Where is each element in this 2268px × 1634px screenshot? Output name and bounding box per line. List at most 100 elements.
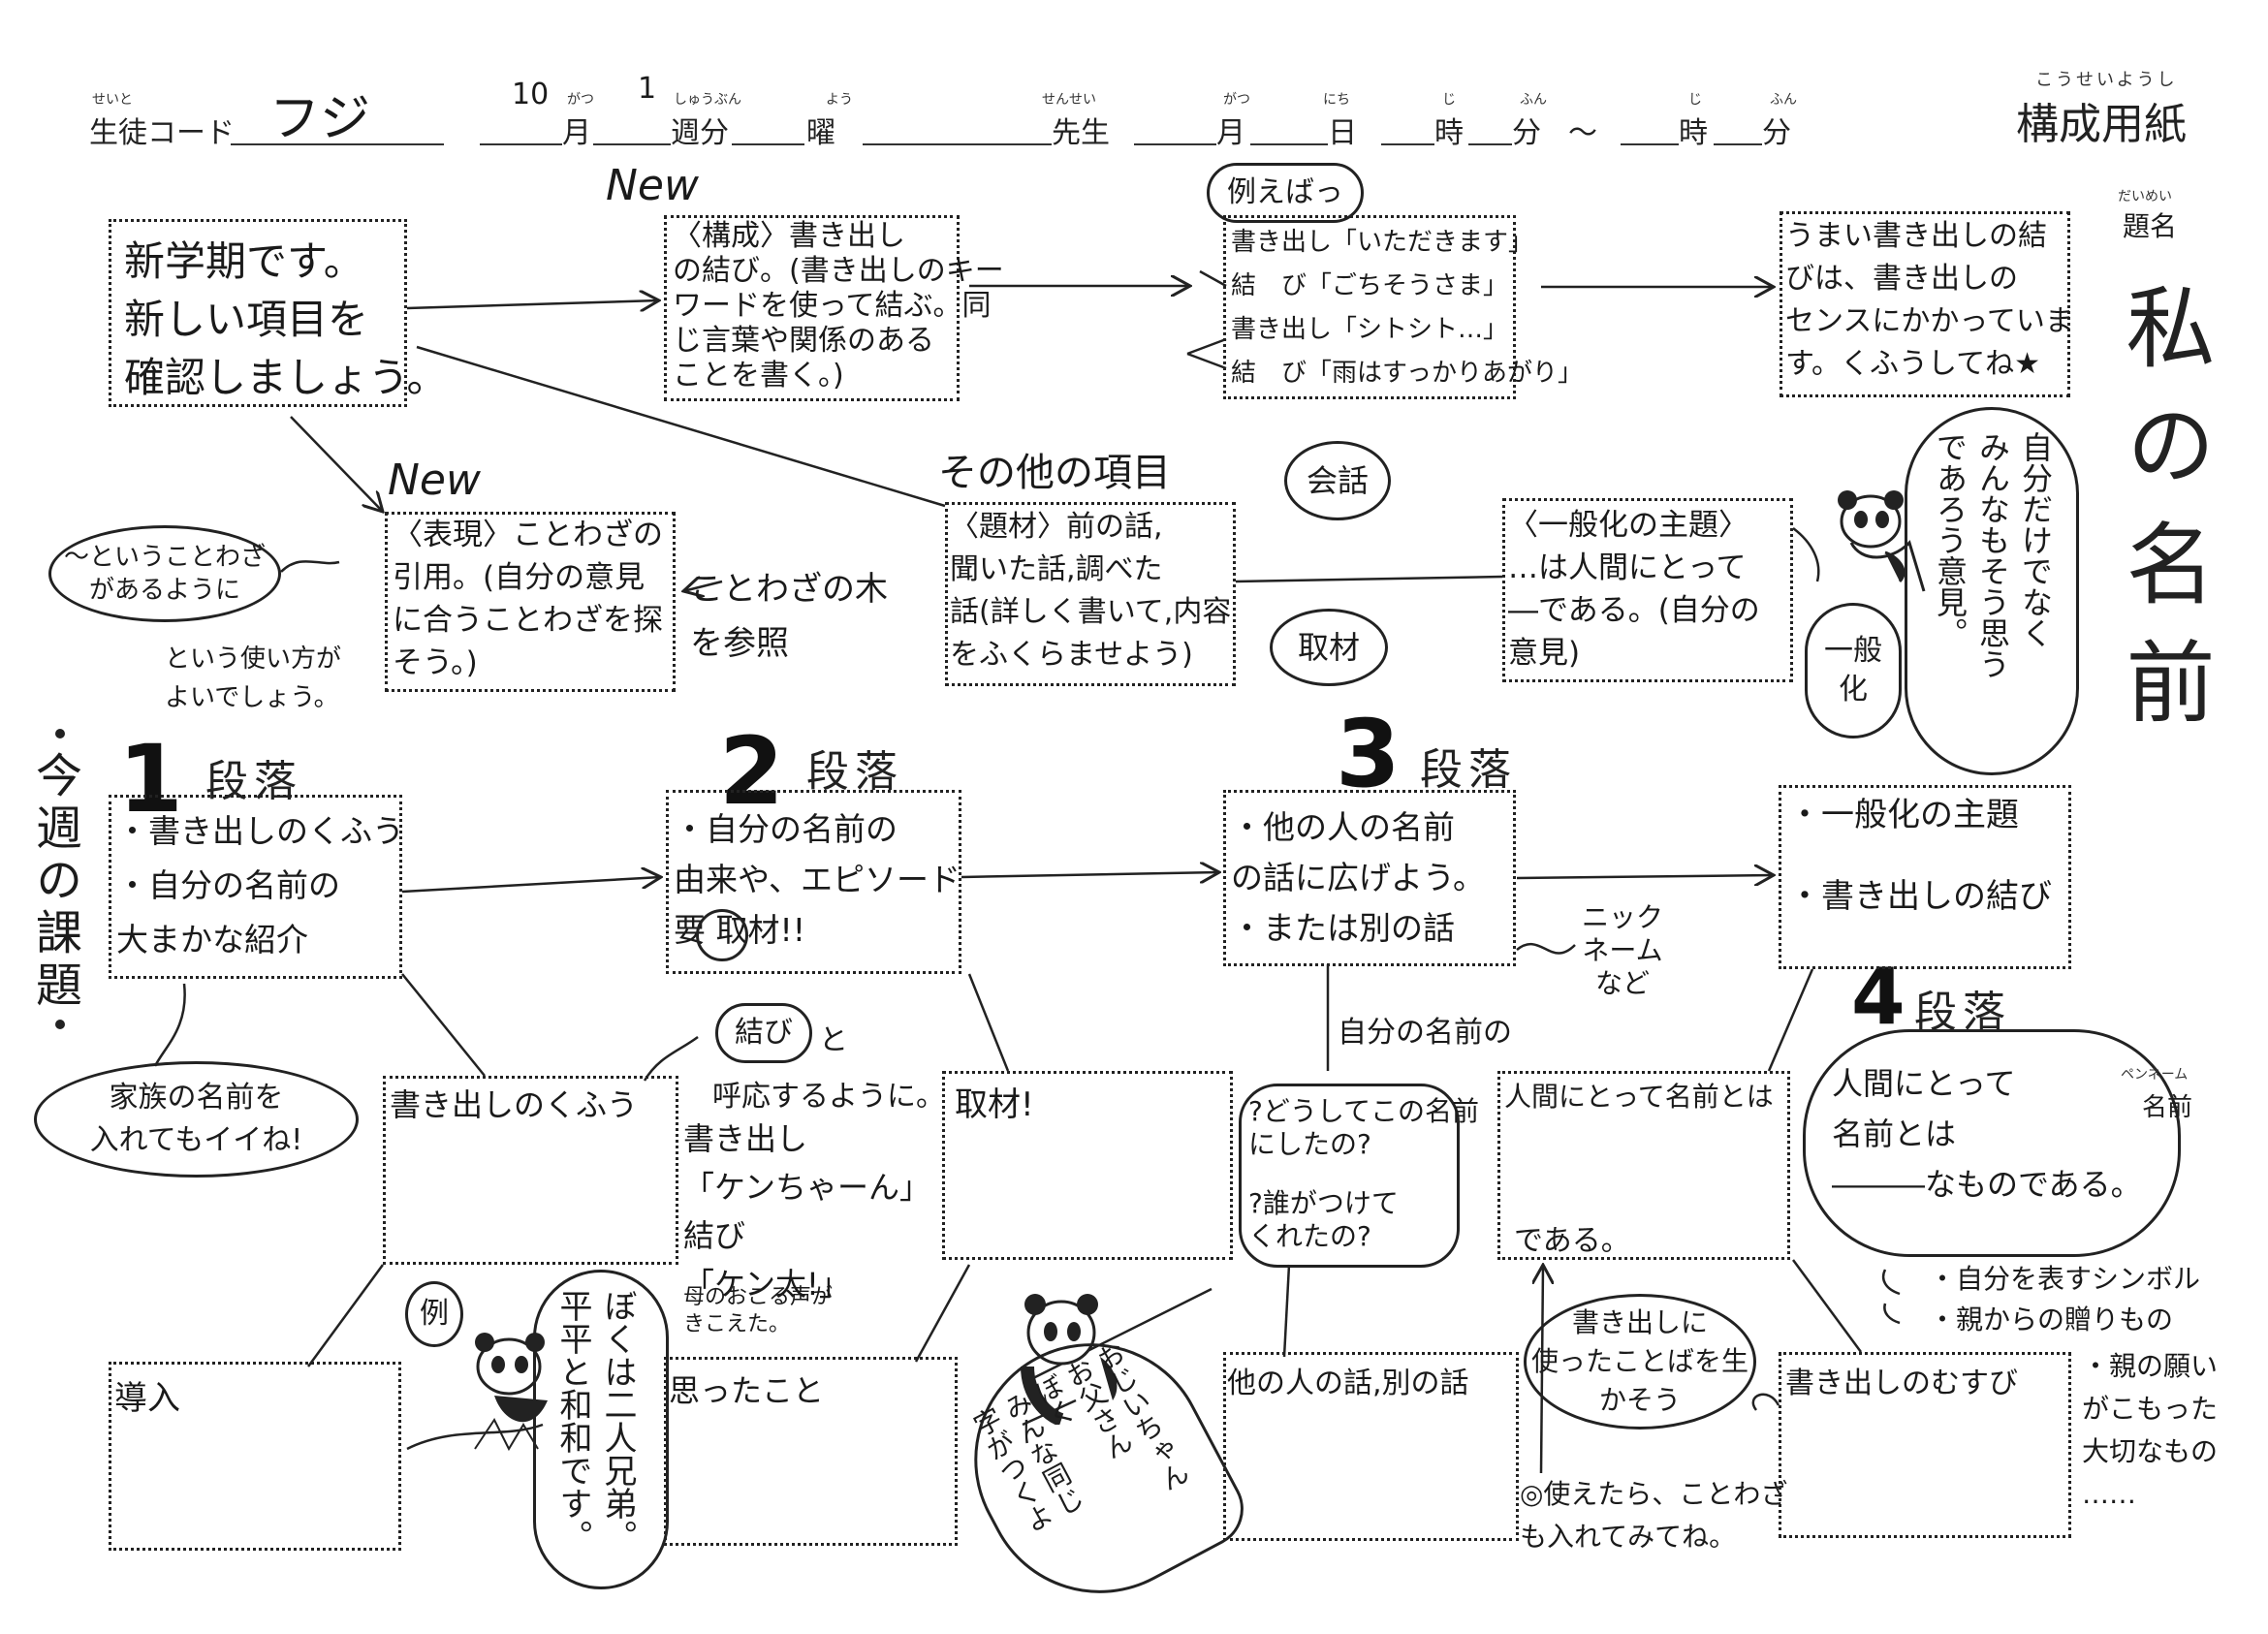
weekly-task-dot-bottom	[55, 1020, 65, 1029]
day-ruby: よう	[826, 92, 853, 108]
paragraph-2-bottom-box	[664, 1357, 958, 1546]
paragraph-3-sub-box	[1239, 1084, 1460, 1268]
paragraph-2-bottom-text: 思ったこと	[669, 1372, 825, 1409]
paragraph-4-text: ・一般化の主題 ・書き出しの結び	[1788, 796, 2052, 916]
week-label: 週分	[671, 116, 729, 150]
example-box	[1223, 215, 1516, 399]
hour2-label: 時	[1679, 116, 1708, 150]
teacher-line	[863, 143, 1052, 145]
kousei-text: 〈構成〉書き出し の結び。(書き出しのキー ワードを使って結ぶ。同 じ言葉や関係…	[673, 219, 1004, 393]
paragraph-3-bottom-text: 他の人の話,別の話	[1227, 1367, 1469, 1400]
proverb-usage: という使い方が よいでしょう。	[165, 644, 342, 712]
example-text: 書き出し「いただきます」 結 び「ごちそうさま」 書き出し「シトシト…」 結 び…	[1231, 228, 1583, 388]
min2-label: 分	[1762, 116, 1791, 150]
paragraph-4-sub-top: 人間にとって名前とは	[1504, 1081, 1774, 1113]
min2-line	[1714, 143, 1762, 145]
paragraph-1-number: 1	[118, 725, 183, 833]
date-month-ruby: がつ	[1223, 92, 1250, 108]
brothers-speech-bubble	[533, 1270, 669, 1589]
paragraph-1-sub-box	[383, 1076, 678, 1265]
paragraph-3-text: ・他の人の名前 の話に広げよう。 ・または別の話	[1231, 808, 1486, 947]
panda-illustration-center	[1021, 1294, 1118, 1425]
teacher-ruby: せんせい	[1042, 92, 1096, 108]
kaiwa-bubble: 会話	[1284, 441, 1391, 520]
ken-example: 書き出し 「ケンちゃーん」 結び 「ケン太!」	[683, 1120, 931, 1303]
paragraph-3-box	[1223, 790, 1516, 966]
title-label: 題名	[2123, 210, 2178, 242]
paragraph-3-bottom-box	[1223, 1352, 1519, 1541]
day-label: 曜	[806, 116, 835, 150]
rei-bubble: 例	[405, 1281, 463, 1347]
proverb-tip: ◎使えたら、ことわざ も入れてみてね。	[1520, 1478, 1788, 1553]
musubi-bubble: 結び	[715, 1003, 812, 1063]
tatoeba-bubble: 例えばっ	[1207, 163, 1364, 223]
tip-text: うまい書き出しの結 びは、書き出しの センスにかかっていま す。くふうしてね★	[1785, 219, 2074, 381]
intro-text: 新学期です。 新しい項目を 確認しましょう。	[124, 237, 448, 401]
paragraph-2-label: 段落	[806, 747, 903, 797]
hyogen-box	[385, 512, 676, 692]
panda-speech-text: 自分だけでなく みんなもそう思う であろう意見。	[1932, 431, 2054, 679]
month-line	[480, 143, 562, 145]
new-label-mid: New	[388, 456, 481, 505]
ningen-text: 人間にとって 名前とは ―――なものである。	[1832, 1065, 2142, 1203]
hour1-ruby: じ	[1442, 92, 1456, 108]
date-month-line	[1134, 143, 1216, 145]
month-value[interactable]: 10	[512, 78, 550, 111]
ken-note: 母のおこる声が きこえた。	[683, 1285, 834, 1336]
title-label-ruby: だいめい	[2118, 189, 2172, 204]
panda-speech-bubble	[1905, 407, 2079, 775]
date-day-ruby: にち	[1323, 92, 1350, 108]
intro-box	[109, 219, 407, 407]
shuzai-bubble: 取材	[1270, 609, 1388, 686]
paragraph-3-sub-bottom: ?誰がつけて くれたの?	[1248, 1187, 1399, 1252]
koou-note: と 呼応するように。	[712, 1023, 945, 1114]
other-items-label: その他の項目	[938, 451, 1171, 495]
min1-label: 分	[1512, 116, 1541, 150]
date-day-line	[1250, 143, 1328, 145]
daizai-box	[945, 502, 1236, 686]
week-ruby: しゅうぶん	[674, 92, 741, 108]
weekly-task: 今週の課題	[27, 751, 81, 1013]
student-code-value[interactable]: フジ	[269, 90, 371, 148]
point-1: ・自分を表すシンボル	[1929, 1263, 2201, 1295]
day-line	[732, 143, 804, 145]
student-code-label: 生徒コード	[89, 116, 235, 150]
tip-box	[1780, 211, 2070, 397]
paragraph-2-box	[666, 790, 961, 974]
ippanka-box	[1502, 498, 1793, 682]
paragraph-4-bottom-text: 書き出しのむすび	[1785, 1367, 2018, 1400]
form-title: 構成用紙	[2016, 100, 2187, 149]
kotowaza-ref: ことわざの木 を参照	[690, 570, 888, 663]
min2-ruby: ふん	[1770, 92, 1797, 108]
paragraph-1-box	[109, 795, 402, 979]
new-label-top: New	[606, 161, 699, 210]
student-code-line	[231, 143, 444, 145]
hour2-line	[1621, 143, 1679, 145]
paragraph-1-bottom-box	[109, 1362, 401, 1551]
paragraph-2-sub-box	[942, 1071, 1233, 1260]
month-ruby: がつ	[567, 92, 594, 108]
kaname-circle	[696, 909, 748, 961]
ningen-bubble	[1803, 1029, 2181, 1257]
essay-title[interactable]: 私の名前	[2111, 281, 2215, 754]
min1-ruby: ふん	[1520, 92, 1547, 108]
week-line	[593, 143, 671, 145]
hour1-line	[1381, 143, 1434, 145]
paragraph-4-sub-bottom: である。	[1514, 1224, 1630, 1258]
paragraph-1-text: ・書き出しのくふう ・自分の名前の 大まかな紹介	[116, 812, 404, 958]
paragraph-4-box	[1779, 785, 2071, 969]
hour1-label: 時	[1434, 116, 1464, 150]
panda-illustration-top	[1838, 490, 1926, 592]
paragraph-3-label: 段落	[1420, 745, 1517, 795]
nickname-note: ニック ネーム など	[1582, 901, 1664, 999]
paragraph-1-sub-text: 書き出しのくふう	[390, 1086, 639, 1123]
min1-line	[1468, 143, 1512, 145]
hour2-ruby: じ	[1688, 92, 1702, 108]
hyogen-text: 〈表現〉ことわざの 引用。(自分の意見 に合うことわざを探 そう。)	[393, 518, 663, 680]
point-3: ・親の願い がこもった 大切なもの ……	[2082, 1350, 2219, 1510]
date-day-label: 日	[1328, 116, 1357, 150]
week-value[interactable]: 1	[638, 72, 657, 106]
paragraph-3-sub-top: ?どうしてこの名前 にしたの?	[1248, 1095, 1480, 1160]
penname-ruby: ペンネーム	[2121, 1067, 2189, 1083]
paragraph-4-sub-box	[1497, 1071, 1790, 1260]
